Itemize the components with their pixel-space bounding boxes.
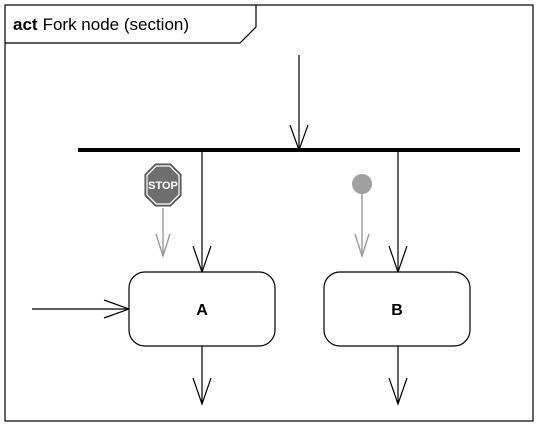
diagram-frame (4, 4, 534, 422)
stop-token-arrowhead (155, 233, 171, 259)
action-node-b-label: B (391, 302, 403, 319)
stop-sign-octagon (144, 163, 182, 207)
token-arrowhead (354, 233, 370, 259)
token-dot (352, 174, 372, 194)
frame-name-tab (5, 5, 257, 44)
action-node-a-label: A (196, 302, 208, 319)
frame-keyword: act (13, 15, 38, 34)
frame-name-label: act Fork node (section) (13, 15, 189, 34)
stop-sign-label: STOP (148, 180, 178, 192)
b-outgoing-arrowhead (388, 377, 408, 406)
frame-title: Fork node (section) (43, 15, 189, 34)
action-node-b (323, 271, 471, 347)
a-outgoing-arrowhead (192, 377, 212, 406)
stop-sign-inner-border (146, 165, 180, 205)
stop-sign-icon: STOP (144, 163, 182, 207)
